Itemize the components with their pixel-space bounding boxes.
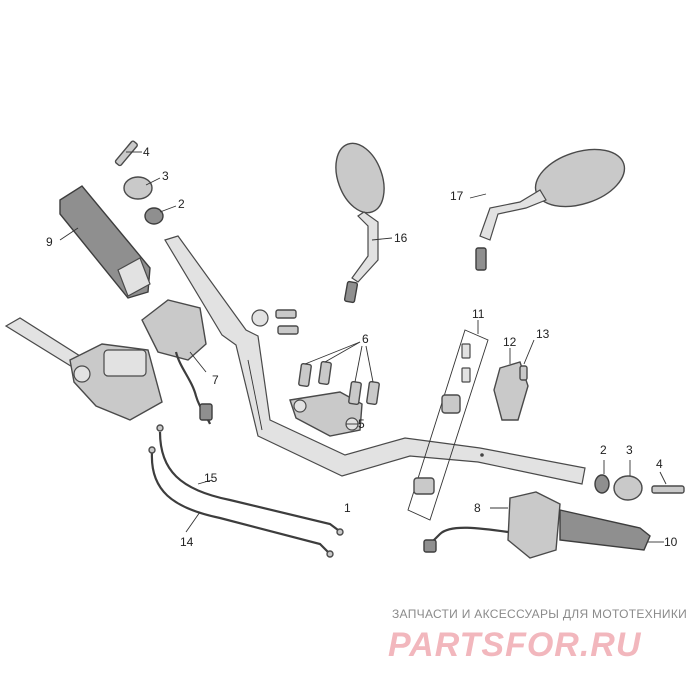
callout-2-right: 2 — [600, 443, 607, 457]
callout-2-left: 2 — [178, 197, 185, 211]
clamp-bolts — [251, 309, 380, 406]
mirror-right — [475, 148, 626, 271]
end-weight-bolt-right — [651, 485, 685, 494]
handlebar — [164, 235, 586, 485]
end-weight-bolt-left — [114, 140, 138, 167]
callout-14: 14 — [180, 535, 194, 549]
watermark: ЗАПЧАСТИ И АКСЕССУАРЫ ДЛЯ МОТОТЕХНИКИ PA… — [388, 607, 687, 664]
callout-1: 1 — [344, 501, 351, 515]
callout-13: 13 — [536, 327, 550, 341]
throttle-cables — [148, 424, 344, 558]
callout-8: 8 — [474, 501, 481, 515]
right-grip — [559, 509, 651, 551]
callout-16: 16 — [394, 231, 408, 245]
watermark-tagline: ЗАПЧАСТИ И АКСЕССУАРЫ ДЛЯ МОТОТЕХНИКИ — [392, 607, 687, 621]
callout-5: 5 — [358, 417, 365, 431]
switch-kit-frame — [407, 329, 489, 521]
spacer-right — [594, 474, 610, 494]
end-weight-left — [123, 176, 153, 200]
callout-15: 15 — [204, 471, 218, 485]
handlebar-clamp — [289, 391, 363, 437]
brake-master-cylinder — [4, 317, 163, 421]
callout-11: 11 — [472, 307, 485, 321]
mirror-left — [335, 142, 385, 304]
callout-10: 10 — [664, 535, 678, 549]
left-switch — [141, 299, 213, 425]
callout-7: 7 — [212, 373, 219, 387]
spacer-left — [144, 207, 164, 225]
callout-12: 12 — [503, 335, 517, 349]
callout-4-right: 4 — [656, 457, 663, 471]
callout-4-left: 4 — [143, 145, 150, 159]
end-weight-right — [613, 475, 643, 501]
small-screw — [519, 365, 528, 381]
watermark-brand: PARTSFOR.RU — [388, 626, 642, 664]
callout-3-left: 3 — [162, 169, 169, 183]
callout-9: 9 — [46, 235, 53, 249]
left-grip — [59, 185, 151, 299]
leader-lines — [59, 151, 667, 543]
right-switch — [423, 491, 561, 559]
callout-3-right: 3 — [626, 443, 633, 457]
callout-17: 17 — [450, 189, 464, 203]
callout-6: 6 — [362, 332, 369, 346]
callout-labels: 4 3 2 9 7 6 5 16 17 11 12 13 8 10 2 3 4 … — [46, 145, 678, 549]
